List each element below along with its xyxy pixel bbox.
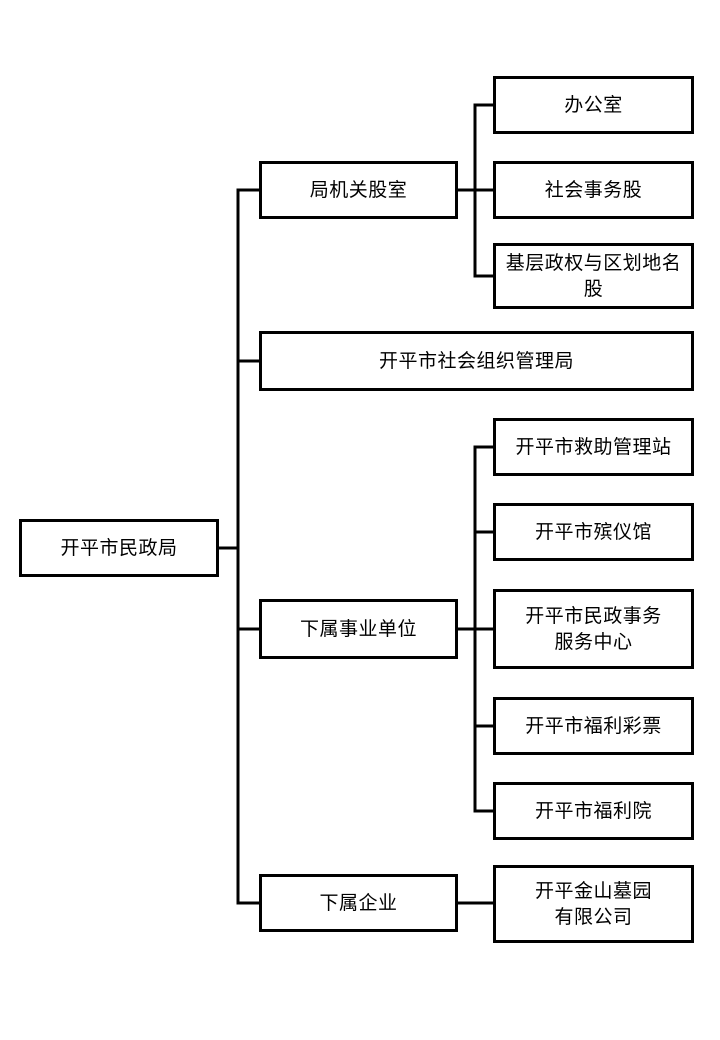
node-branch-2-child-1-label: 开平市殡仪馆 bbox=[534, 521, 652, 543]
node-branch-2-child-2[interactable]: 开平市民政事务 服务中心 bbox=[493, 589, 694, 669]
node-branch-2-child-3[interactable]: 开平市福利彩票 bbox=[493, 697, 694, 755]
node-branch-2-child-4[interactable]: 开平市福利院 bbox=[493, 782, 694, 840]
node-branch-0-child-2-label: 基层政权与区划地名 股 bbox=[505, 252, 682, 300]
node-branch-0-child-0-label: 办公室 bbox=[564, 94, 623, 116]
node-branch-2-child-0[interactable]: 开平市救助管理站 bbox=[493, 418, 694, 476]
node-branch-0-child-2[interactable]: 基层政权与区划地名 股 bbox=[493, 243, 694, 309]
node-branch-2[interactable]: 下属事业单位 bbox=[259, 599, 458, 659]
node-branch-3[interactable]: 下属企业 bbox=[259, 874, 458, 932]
node-branch-2-label: 下属事业单位 bbox=[299, 618, 417, 640]
node-branch-2-child-2-label: 开平市民政事务 服务中心 bbox=[525, 605, 662, 653]
node-branch-2-child-3-label: 开平市福利彩票 bbox=[525, 715, 662, 737]
node-branch-0-label: 局机关股室 bbox=[309, 179, 408, 201]
node-root-label: 开平市民政局 bbox=[60, 537, 178, 559]
node-root[interactable]: 开平市民政局 bbox=[19, 519, 219, 577]
node-branch-1-label: 开平市社会组织管理局 bbox=[378, 350, 574, 372]
node-branch-3-child-0[interactable]: 开平金山墓园 有限公司 bbox=[493, 865, 694, 943]
node-branch-1[interactable]: 开平市社会组织管理局 bbox=[259, 331, 694, 391]
node-branch-0[interactable]: 局机关股室 bbox=[259, 161, 458, 219]
node-branch-3-label: 下属企业 bbox=[319, 892, 398, 914]
node-branch-3-child-0-label: 开平金山墓园 有限公司 bbox=[534, 880, 652, 928]
node-branch-0-child-0[interactable]: 办公室 bbox=[493, 76, 694, 134]
node-branch-0-child-1-label: 社会事务股 bbox=[544, 179, 643, 201]
node-branch-0-child-1[interactable]: 社会事务股 bbox=[493, 161, 694, 219]
node-branch-2-child-4-label: 开平市福利院 bbox=[534, 800, 652, 822]
node-branch-2-child-0-label: 开平市救助管理站 bbox=[515, 436, 672, 458]
node-branch-2-child-1[interactable]: 开平市殡仪馆 bbox=[493, 503, 694, 561]
